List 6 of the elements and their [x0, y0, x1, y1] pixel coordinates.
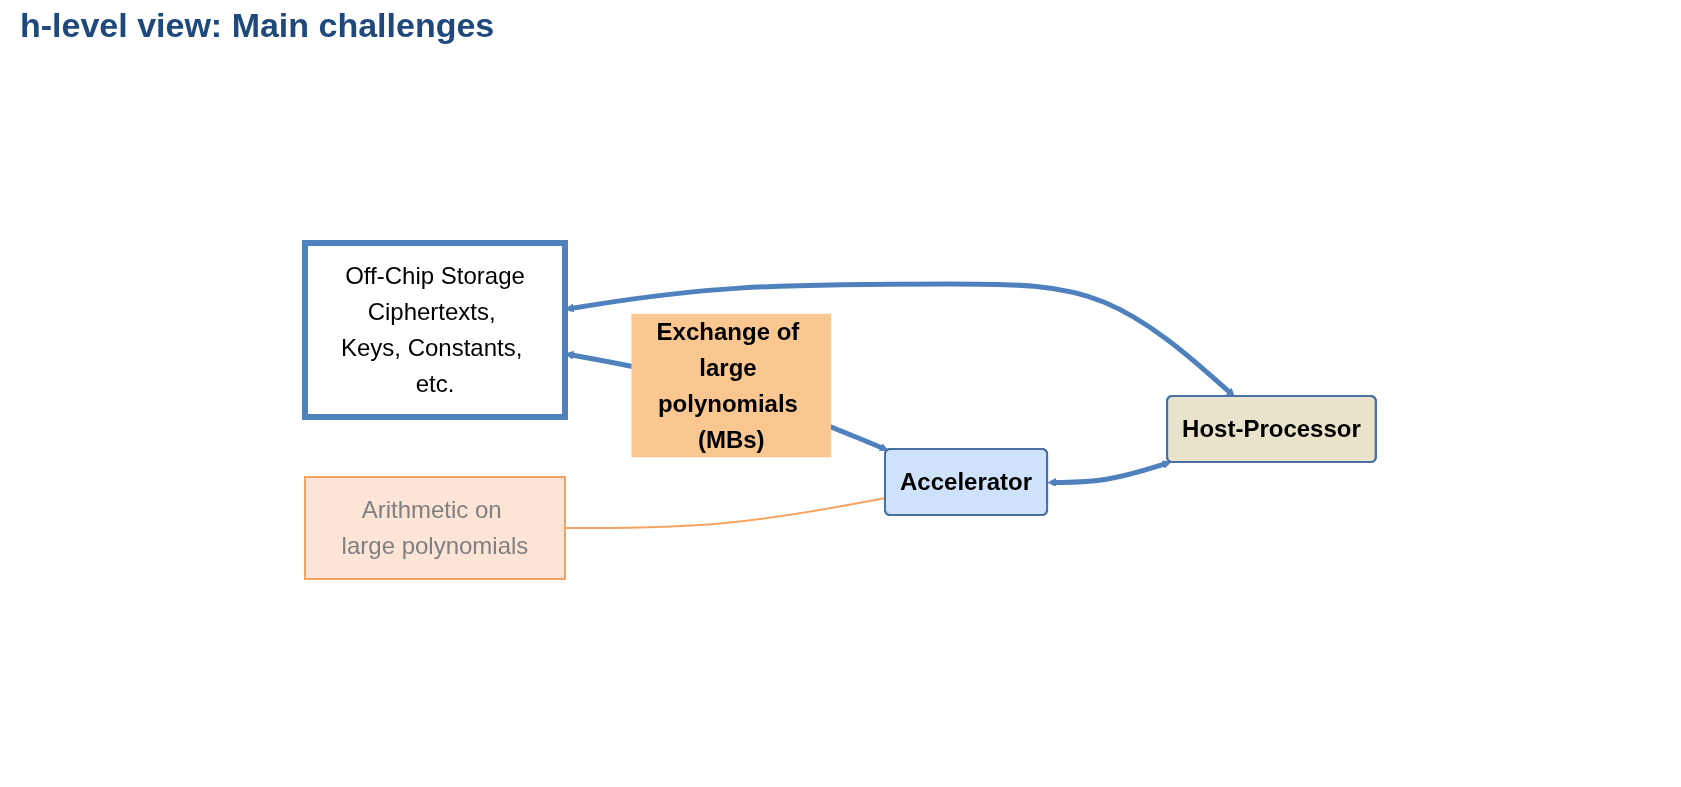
node-box: Arithmetic on large polynomials: [304, 476, 567, 580]
slide-title: h-level view: Main challenges: [20, 6, 496, 45]
edge-label: Exchange of large polynomials (MBs): [656, 317, 800, 453]
node-box: Off-Chip Storage Ciphertexts, Keys, Constants, etc.: [302, 240, 569, 420]
arrow: [565, 281, 1236, 397]
arrow: [1047, 460, 1172, 487]
